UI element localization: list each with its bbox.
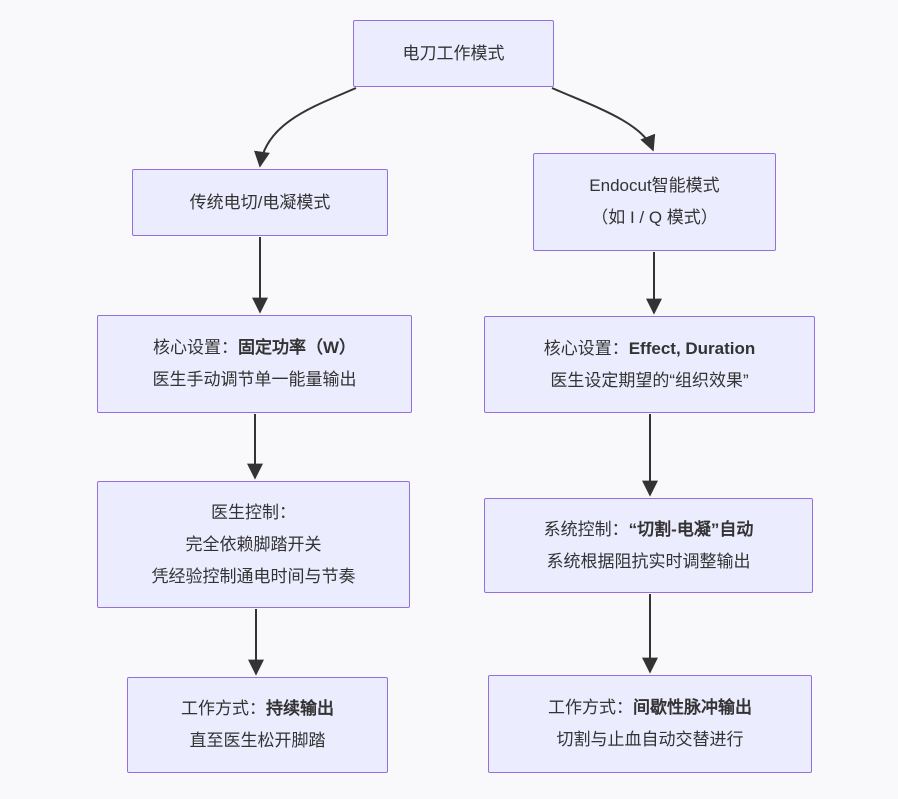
arrow-root-to-traditional — [254, 87, 357, 168]
core-setting-bold: Effect, Duration — [628, 338, 756, 358]
node-endocut-output: 工作方式：间歇性脉冲输出 切割与止血自动交替进行 — [488, 675, 812, 773]
node-traditional-control-line1: 医生控制： — [211, 502, 296, 522]
node-traditional-output-line2: 直至医生松开脚踏 — [189, 731, 326, 750]
work-mode-prefix: 工作方式： — [181, 699, 266, 718]
node-root-label: 电刀工作模式 — [402, 43, 505, 63]
node-traditional-output: 工作方式：持续输出 直至医生松开脚踏 — [127, 677, 388, 773]
core-setting-prefix: 核心设置： — [543, 338, 629, 358]
work-mode-bold: 间歇性脉冲输出 — [633, 698, 752, 717]
node-endocut-mode-line1: Endocut智能模式 — [589, 176, 720, 195]
node-endocut-core-setting: 核心设置：Effect, Duration 医生设定期望的“组织效果” — [484, 316, 815, 413]
core-setting-bold: 固定功率（W） — [237, 338, 357, 357]
node-traditional-mode: 传统电切/电凝模式 — [132, 169, 388, 236]
system-control-prefix: 系统控制： — [543, 519, 629, 539]
node-traditional-control-line3: 凭经验控制通电时间与节奏 — [151, 566, 356, 586]
node-traditional-control-line2: 完全依赖脚踏开关 — [185, 534, 322, 554]
work-mode-prefix: 工作方式： — [548, 698, 633, 717]
node-traditional-output-line1: 工作方式：持续输出 — [181, 693, 334, 725]
node-endocut-output-line2: 切割与止血自动交替进行 — [556, 730, 744, 749]
node-endocut-mode: Endocut智能模式 （如 I / Q 模式） — [533, 153, 776, 251]
node-endocut-core-line1: 核心设置：Effect, Duration — [544, 333, 756, 365]
node-traditional-control: 医生控制： 完全依赖脚踏开关 凭经验控制通电时间与节奏 — [97, 481, 410, 608]
node-endocut-output-line1: 工作方式：间歇性脉冲输出 — [548, 692, 752, 724]
node-endocut-control: 系统控制：“切割-电凝”自动 系统根据阻抗实时调整输出 — [484, 498, 813, 593]
node-root: 电刀工作模式 — [353, 20, 554, 87]
node-endocut-mode-line2: （如 I / Q 模式） — [591, 208, 718, 227]
node-traditional-core-line1: 核心设置：固定功率（W） — [153, 332, 356, 364]
arrow-root-to-endocut — [551, 87, 656, 152]
node-endocut-control-line2: 系统根据阻抗实时调整输出 — [546, 551, 751, 571]
system-control-bold: “切割-电凝”自动 — [628, 519, 754, 539]
node-traditional-core-line2: 医生手动调节单一能量输出 — [152, 370, 357, 389]
core-setting-prefix: 核心设置： — [152, 338, 238, 357]
node-endocut-control-line1: 系统控制：“切割-电凝”自动 — [544, 514, 754, 546]
node-traditional-mode-label: 传统电切/电凝模式 — [189, 192, 331, 212]
node-traditional-core-setting: 核心设置：固定功率（W） 医生手动调节单一能量输出 — [97, 315, 412, 413]
node-endocut-core-line2: 医生设定期望的“组织效果” — [550, 370, 749, 390]
work-mode-bold: 持续输出 — [266, 699, 334, 718]
